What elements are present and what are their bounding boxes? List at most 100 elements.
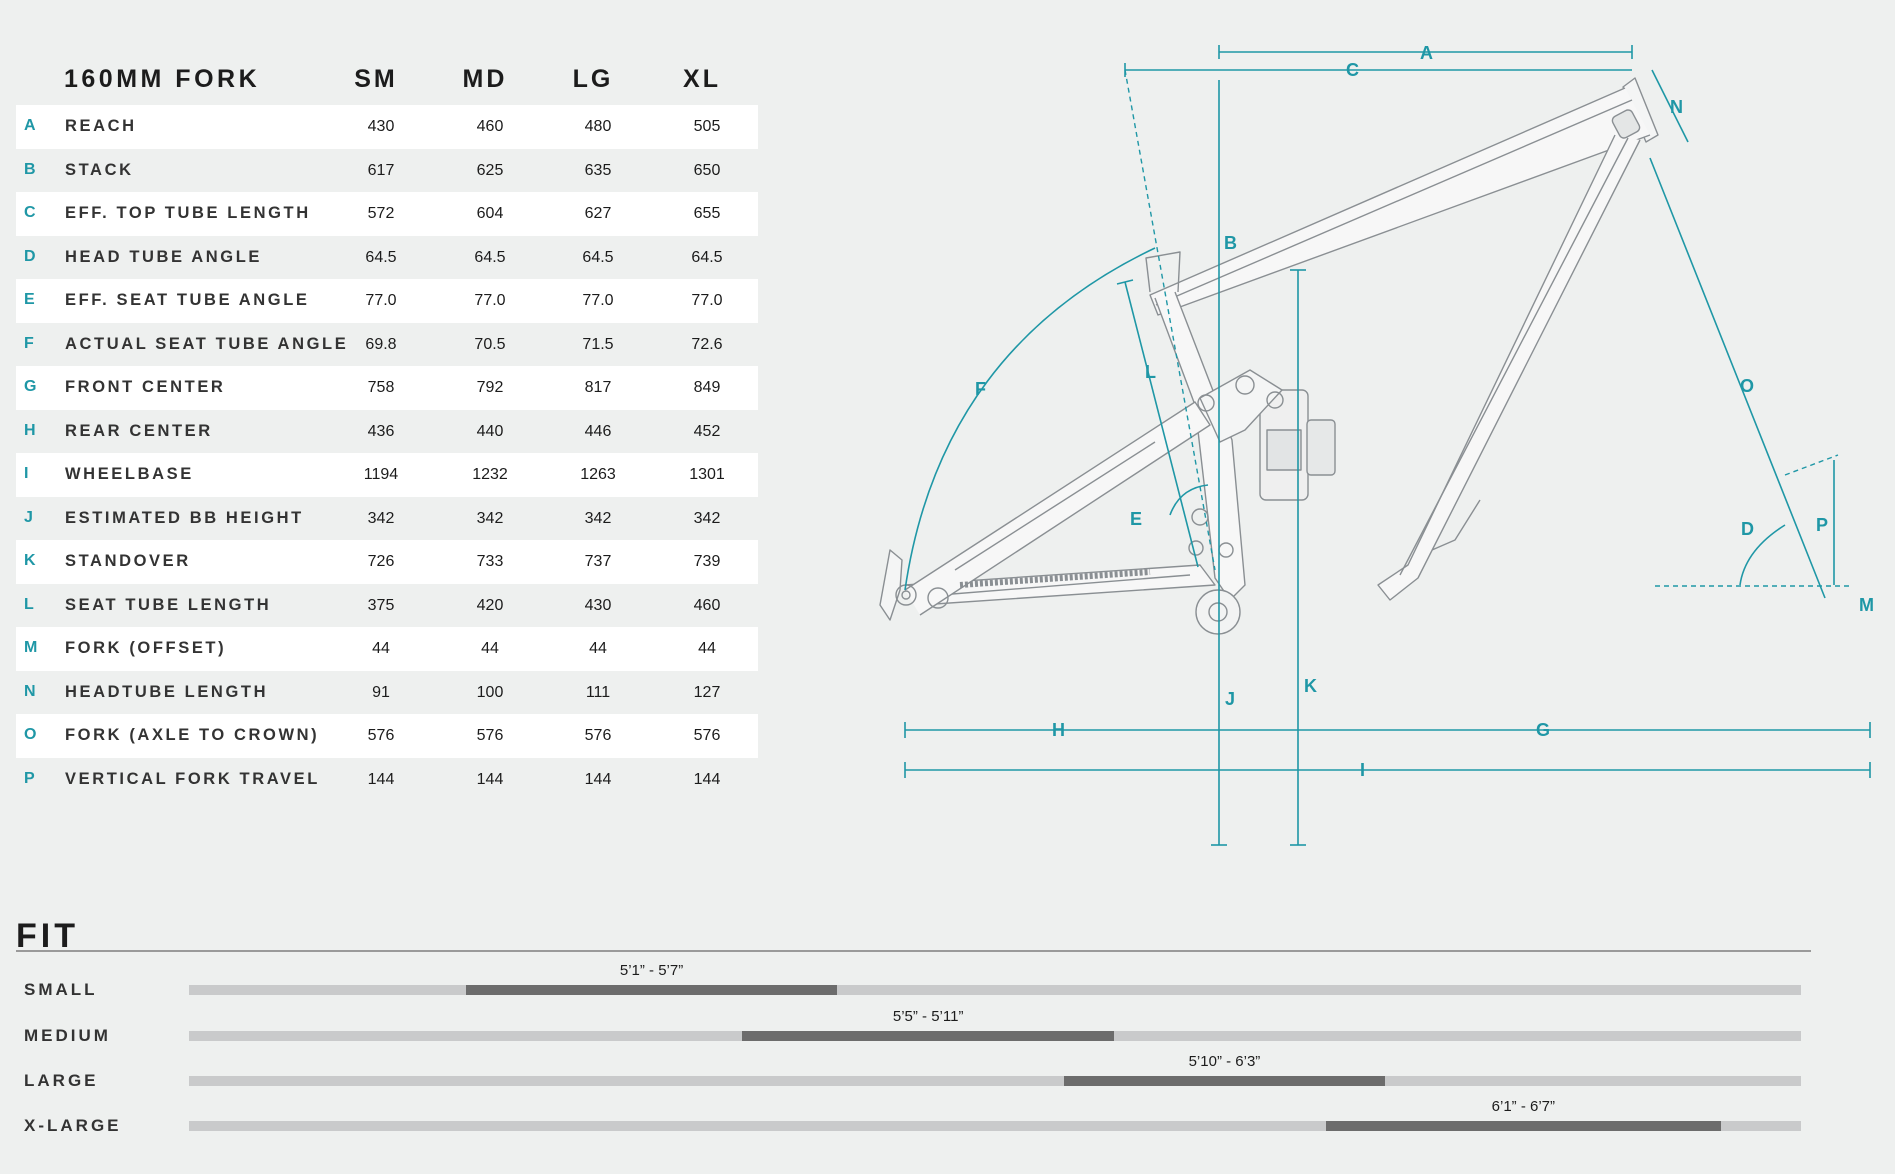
value-md: 733 xyxy=(476,553,504,570)
dim-label-d: D xyxy=(1741,519,1754,539)
row-label: FORK (AXLE TO CROWN) xyxy=(65,726,320,744)
value-lg: 71.5 xyxy=(582,335,614,353)
row-label: HEADTUBE LENGTH xyxy=(65,682,269,701)
dim-label-e: E xyxy=(1130,509,1142,529)
value-xl: 1301 xyxy=(689,466,725,483)
value-md: 44 xyxy=(481,640,499,657)
value-sm: 726 xyxy=(367,553,395,570)
value-xl: 342 xyxy=(693,509,721,527)
row-letter: K xyxy=(24,552,36,569)
value-xl: 650 xyxy=(693,161,721,179)
row-label: WHEELBASE xyxy=(65,465,194,483)
value-sm: 436 xyxy=(367,422,395,440)
value-lg: 430 xyxy=(584,596,612,614)
dim-label-o: O xyxy=(1740,376,1754,396)
value-md: 342 xyxy=(476,509,504,527)
row-label: EFF. SEAT TUBE ANGLE xyxy=(65,291,310,309)
row-label: STACK xyxy=(65,160,134,179)
bike-frame-drawing xyxy=(879,77,1659,635)
value-xl: 576 xyxy=(693,727,721,744)
fit-size-label: SMALL xyxy=(24,980,98,999)
value-md: 64.5 xyxy=(474,248,506,266)
value-sm: 617 xyxy=(367,161,395,179)
fit-height-range-text: 5’10” - 6’3” xyxy=(1188,1053,1261,1070)
fit-divider xyxy=(16,950,1811,952)
value-xl: 452 xyxy=(693,422,721,440)
row-label: SEAT TUBE LENGTH xyxy=(65,595,272,614)
value-xl: 739 xyxy=(693,553,721,570)
value-lg: 111 xyxy=(585,683,611,701)
row-label: EFF. TOP TUBE LENGTH xyxy=(65,204,311,222)
value-lg: 635 xyxy=(584,161,612,179)
fit-height-range-bar xyxy=(1325,1121,1722,1131)
value-md: 1232 xyxy=(472,466,508,483)
value-md: 77.0 xyxy=(474,292,506,309)
row-letter: L xyxy=(24,595,34,613)
dim-label-n: N xyxy=(1670,97,1683,117)
value-md: 625 xyxy=(476,161,504,179)
value-sm: 77.0 xyxy=(365,292,397,309)
value-md: 792 xyxy=(476,379,504,396)
dimension-lines xyxy=(904,45,1871,846)
value-sm: 430 xyxy=(367,118,395,135)
fit-title: FIT xyxy=(16,917,79,955)
value-xl: 505 xyxy=(693,118,721,135)
fit-row-x-large: X-LARGE 6’1” - 6’7” xyxy=(0,1098,1895,1146)
fit-size-label: X-LARGE xyxy=(24,1116,122,1135)
value-sm: 144 xyxy=(367,770,395,788)
row-label: FRONT CENTER xyxy=(65,378,226,396)
value-md: 70.5 xyxy=(474,335,506,353)
value-lg: 817 xyxy=(584,379,612,396)
row-letter: G xyxy=(24,378,37,395)
fit-track xyxy=(189,1076,1801,1086)
fit-height-range-text: 6’1” - 6’7” xyxy=(1491,1098,1555,1115)
fit-size-label: MEDIUM xyxy=(24,1026,111,1045)
dim-label-a: A xyxy=(1420,43,1433,63)
value-sm: 572 xyxy=(367,205,395,222)
row-label: ESTIMATED BB HEIGHT xyxy=(65,508,304,527)
row-letter: H xyxy=(24,421,36,439)
value-md: 604 xyxy=(476,205,504,222)
value-xl: 127 xyxy=(693,683,721,701)
row-label: HEAD TUBE ANGLE xyxy=(65,247,262,266)
value-sm: 1194 xyxy=(363,466,399,483)
row-letter: D xyxy=(24,247,36,265)
value-lg: 480 xyxy=(584,118,612,135)
value-xl: 460 xyxy=(693,596,721,614)
dim-label-m: M xyxy=(1859,595,1874,615)
dim-label-f: F xyxy=(975,379,986,399)
fork-title: 160MM FORK xyxy=(64,65,261,93)
value-lg: 446 xyxy=(584,422,612,440)
value-lg: 342 xyxy=(584,509,612,527)
dim-label-b: B xyxy=(1224,233,1237,253)
row-letter: N xyxy=(24,682,36,700)
value-sm: 44 xyxy=(372,640,390,657)
value-lg: 77.0 xyxy=(582,292,614,309)
row-label: FORK (OFFSET) xyxy=(65,639,227,657)
row-letter: F xyxy=(24,334,34,352)
row-label: STANDOVER xyxy=(65,552,191,570)
value-lg: 627 xyxy=(584,205,612,222)
row-label: ACTUAL SEAT TUBE ANGLE xyxy=(65,334,349,353)
value-xl: 44 xyxy=(698,640,716,657)
value-sm: 375 xyxy=(367,596,395,614)
row-letter: J xyxy=(24,508,33,526)
value-sm: 91 xyxy=(372,683,390,701)
dim-label-i: I xyxy=(1360,760,1365,780)
fit-height-range-bar xyxy=(465,985,838,995)
row-label: REACH xyxy=(65,117,137,135)
value-sm: 64.5 xyxy=(365,248,397,266)
